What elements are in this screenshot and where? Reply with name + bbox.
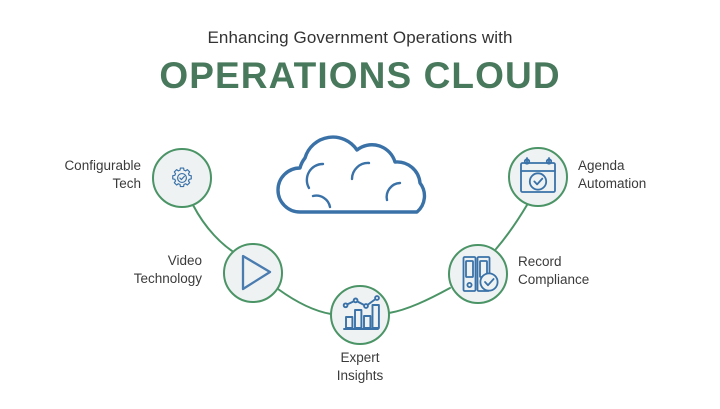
subtitle: Enhancing Government Operations with	[207, 28, 513, 47]
node-configurable-tech[interactable]	[152, 148, 212, 208]
bar-chart-trend-icon	[342, 295, 380, 330]
node-label-video-technology: Video Technology	[133, 253, 202, 286]
node-label-expert-insights: Expert Insights	[336, 350, 384, 383]
node-label-configurable-tech: Configurable Tech	[64, 158, 141, 191]
node-label-record-compliance: Record Compliance	[518, 254, 590, 287]
node-agenda-automation[interactable]	[508, 147, 568, 207]
cloud-icon	[276, 135, 427, 214]
page-title: OPERATIONS CLOUD	[159, 55, 561, 97]
binders-check-icon	[462, 256, 499, 292]
play-button-icon	[241, 254, 272, 291]
header: Enhancing Government Operations with OPE…	[0, 0, 720, 98]
node-expert-insights[interactable]	[330, 285, 390, 345]
node-video-technology[interactable]	[223, 243, 283, 303]
node-record-compliance[interactable]	[448, 244, 508, 304]
gear-check-icon	[172, 167, 192, 188]
node-label-agenda-automation: Agenda Automation	[578, 158, 647, 191]
node-circle[interactable]	[508, 147, 568, 207]
node-circle[interactable]	[223, 243, 283, 303]
node-circle[interactable]	[330, 285, 390, 345]
calendar-check-icon	[520, 157, 556, 193]
